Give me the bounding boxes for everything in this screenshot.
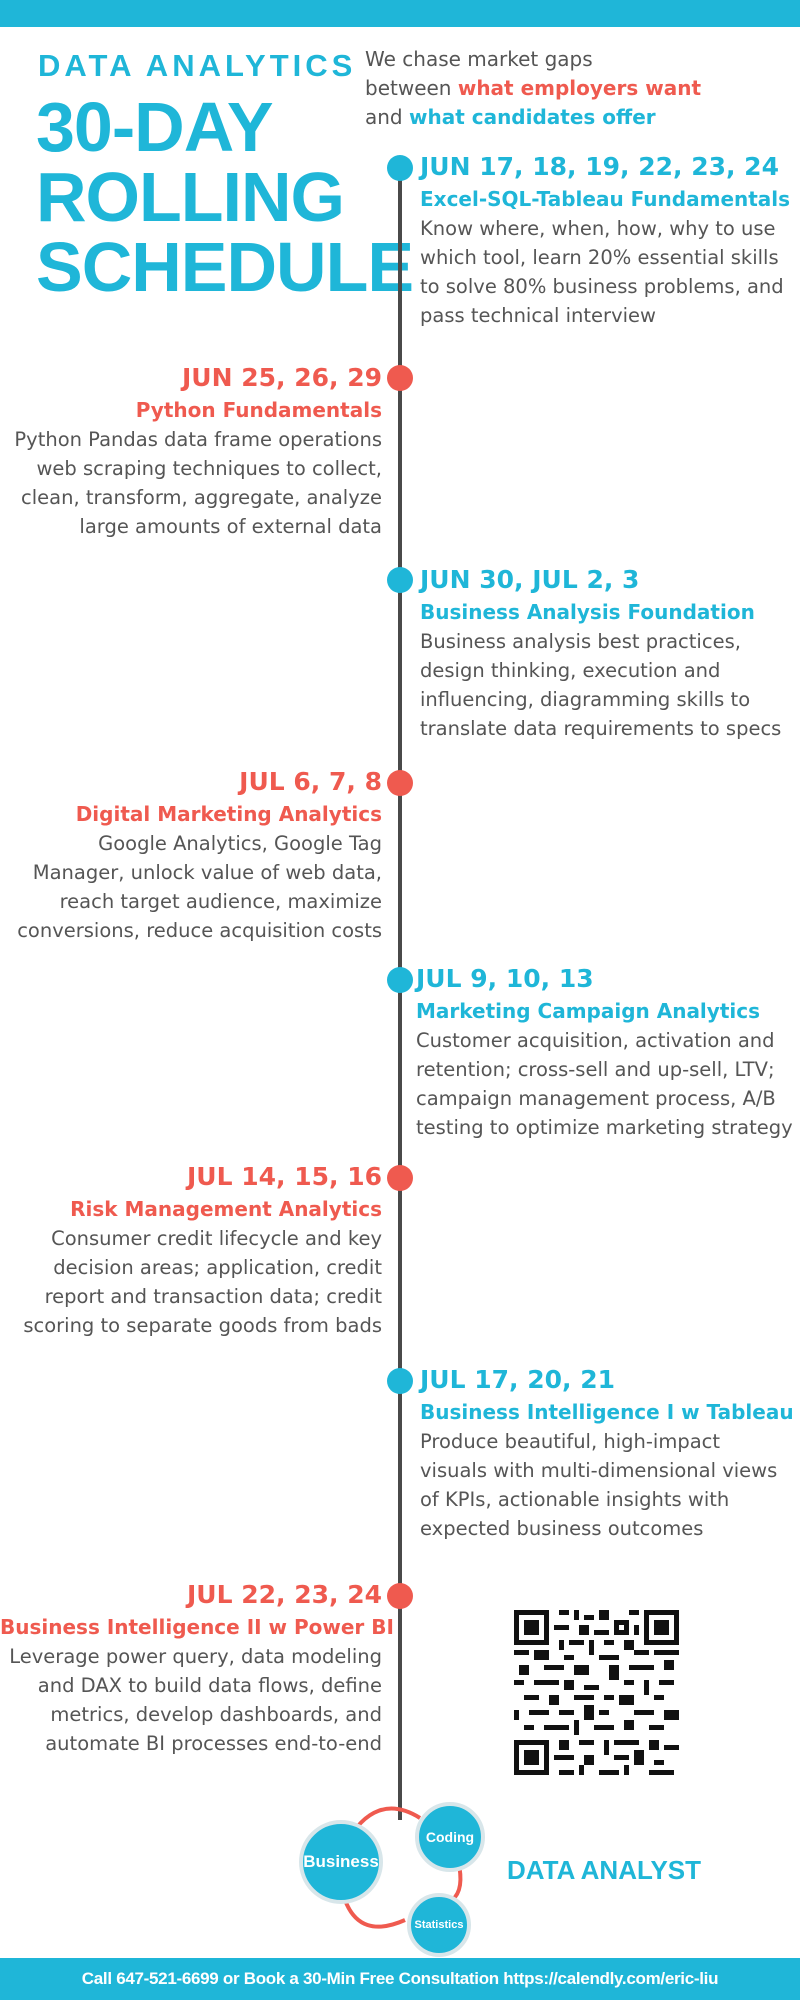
business-label: Business <box>303 1852 379 1871</box>
desc-line: large amounts of external data <box>79 515 382 538</box>
schedule-entry: JUN 30, JUL 2, 3 Business Analysis Found… <box>420 563 800 743</box>
header-subtitle: DATA ANALYTICS <box>38 48 357 83</box>
desc-line: Manager, unlock value of web data, <box>32 861 382 884</box>
entry-date: JUL 6, 7, 8 <box>239 767 382 796</box>
desc-line: reach target audience, maximize <box>59 890 382 913</box>
intro-line-3-prefix: and <box>365 105 409 129</box>
entry-date: JUN 17, 18, 19, 22, 23, 24 <box>420 152 779 181</box>
desc-line: decision areas; application, credit <box>53 1256 382 1279</box>
desc-line: translate data requirements to specs <box>420 717 782 740</box>
entry-course: Digital Marketing Analytics <box>75 802 382 826</box>
entry-course: Marketing Campaign Analytics <box>416 999 761 1023</box>
schedule-entry: JUN 17, 18, 19, 22, 23, 24 Excel-SQL-Tab… <box>420 150 800 330</box>
title-line-3: SCHEDULE <box>36 228 414 306</box>
desc-line: Google Analytics, Google Tag <box>98 832 382 855</box>
intro-highlight-employers: what employers want <box>457 76 701 100</box>
entry-description: Python Pandas data frame operations web … <box>0 425 382 541</box>
entry-description: Know where, when, how, why to use which … <box>420 214 800 330</box>
desc-line: Know where, when, how, why to use <box>420 217 776 240</box>
entry-date: JUL 9, 10, 13 <box>416 964 594 993</box>
entry-course: Business Intelligence II w Power BI <box>0 1615 394 1639</box>
desc-line: to solve 80% business problems, and <box>420 275 784 298</box>
desc-line: conversions, reduce acquisition costs <box>17 919 382 942</box>
intro-line-3: and what candidates offer <box>365 103 725 132</box>
desc-line: Business analysis best practices, <box>420 630 741 653</box>
desc-line: expected business outcomes <box>420 1517 704 1540</box>
desc-line: Consumer credit lifecycle and key <box>51 1227 382 1250</box>
entry-description: Produce beautiful, high-impact visuals w… <box>420 1427 800 1543</box>
entry-date: JUL 22, 23, 24 <box>186 1580 382 1609</box>
entry-date: JUL 14, 15, 16 <box>186 1162 382 1191</box>
timeline-dot <box>387 567 413 593</box>
timeline-dot <box>387 1368 413 1394</box>
schedule-entry: JUL 9, 10, 13 Marketing Campaign Analyti… <box>416 962 800 1142</box>
timeline-dot <box>387 1583 413 1609</box>
entry-course: Business Intelligence I w Tableau <box>420 1400 794 1424</box>
coding-label: Coding <box>425 1829 475 1845</box>
desc-line: Leverage power query, data modeling <box>9 1645 382 1668</box>
desc-line: pass technical interview <box>420 304 656 327</box>
entry-course: Risk Management Analytics <box>70 1197 382 1221</box>
desc-line: web scraping techniques to collect, <box>36 457 382 480</box>
schedule-entry: JUL 14, 15, 16 Risk Management Analytics… <box>0 1160 382 1340</box>
desc-line: scoring to separate goods from bads <box>23 1314 382 1337</box>
entry-course: Python Fundamentals <box>135 398 382 422</box>
timeline-dot <box>387 967 413 993</box>
qr-code-icon[interactable] <box>514 1610 679 1775</box>
timeline-dot <box>387 365 413 391</box>
desc-line: Python Pandas data frame operations <box>14 428 382 451</box>
schedule-entry: JUN 25, 26, 29 Python Fundamentals Pytho… <box>0 361 382 541</box>
role-label: DATA ANALYST <box>507 1855 702 1885</box>
coding-bubble: Coding <box>415 1802 485 1872</box>
timeline-dot <box>387 1165 413 1191</box>
desc-line: which tool, learn 20% essential skills <box>420 246 779 269</box>
title-line-2: ROLLING <box>36 158 345 236</box>
title-line-1: 30-DAY <box>36 88 274 166</box>
entry-description: Customer acquisition, activation and ret… <box>416 1026 800 1142</box>
desc-line: report and transaction data; credit <box>44 1285 382 1308</box>
schedule-entry: JUL 22, 23, 24 Business Intelligence II … <box>0 1578 394 1758</box>
desc-line: Produce beautiful, high-impact <box>420 1430 721 1453</box>
desc-line: of KPIs, actionable insights with <box>420 1488 730 1511</box>
timeline-dot <box>387 155 413 181</box>
entry-course: Business Analysis Foundation <box>420 600 755 624</box>
desc-line: retention; cross-sell and up-sell, LTV; <box>416 1058 775 1081</box>
entry-description: Business analysis best practices, design… <box>420 627 800 743</box>
desc-line: Customer acquisition, activation and <box>416 1029 775 1052</box>
intro-highlight-candidates: what candidates offer <box>408 105 656 129</box>
desc-line: clean, transform, aggregate, analyze <box>21 486 382 509</box>
statistics-label: Statistics <box>414 1919 464 1931</box>
page-title: 30-DAY ROLLING SCHEDULE <box>36 88 414 306</box>
schedule-entry: JUL 6, 7, 8 Digital Marketing Analytics … <box>0 765 382 945</box>
schedule-entry: JUL 17, 20, 21 Business Intelligence I w… <box>420 1363 800 1543</box>
entry-description: Leverage power query, data modeling and … <box>0 1642 382 1758</box>
desc-line: campaign management process, A/B <box>416 1087 776 1110</box>
entry-course: Excel-SQL-Tableau Fundamentals <box>420 187 791 211</box>
entry-description: Google Analytics, Google Tag Manager, un… <box>0 829 382 945</box>
entry-description: Consumer credit lifecycle and key decisi… <box>0 1224 382 1340</box>
intro-line-1: We chase market gaps <box>365 47 593 71</box>
entry-date: JUL 17, 20, 21 <box>420 1365 616 1394</box>
desc-line: metrics, develop dashboards, and <box>50 1703 382 1726</box>
statistics-bubble: Statistics <box>407 1893 471 1957</box>
footer-contact[interactable]: Call 647-521-6699 or Book a 30-Min Free … <box>0 1958 800 2000</box>
intro-text: We chase market gaps between what employ… <box>365 45 725 132</box>
intro-line-2: between what employers want <box>365 74 725 103</box>
desc-line: testing to optimize marketing strategy <box>416 1116 793 1139</box>
desc-line: visuals with multi-dimensional views <box>420 1459 778 1482</box>
skills-diagram: Business Coding Statistics <box>290 1790 490 1957</box>
desc-line: and DAX to build data flows, define <box>37 1674 382 1697</box>
entry-date: JUN 25, 26, 29 <box>182 363 382 392</box>
desc-line: automate BI processes end-to-end <box>45 1732 382 1755</box>
top-banner <box>0 0 800 27</box>
intro-line-2-prefix: between <box>365 76 458 100</box>
desc-line: influencing, diagramming skills to <box>420 688 751 711</box>
timeline-dot <box>387 770 413 796</box>
business-bubble: Business <box>299 1820 383 1904</box>
desc-line: design thinking, execution and <box>420 659 721 682</box>
entry-date: JUN 30, JUL 2, 3 <box>420 565 640 594</box>
